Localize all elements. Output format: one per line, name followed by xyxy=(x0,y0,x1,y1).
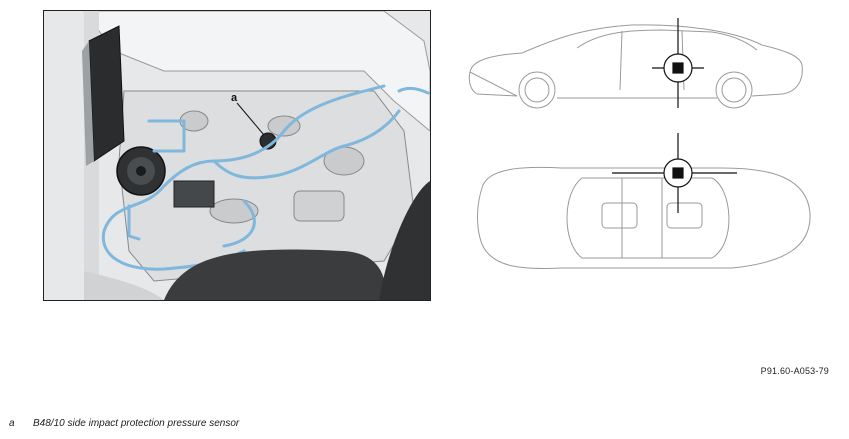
car-side-view-diagram xyxy=(468,18,803,109)
car-top-view-diagram xyxy=(477,133,811,270)
legend-row: a B48/10 side impact protection pressure… xyxy=(9,418,239,429)
sensor-location-marker-top xyxy=(612,133,737,213)
door-interior-illustration xyxy=(43,10,431,301)
door-panel-drawing xyxy=(44,11,430,300)
figure-code: P91.60-A053-79 xyxy=(760,366,829,376)
callout-a-label: a xyxy=(231,92,238,104)
legend-text: B48/10 side impact protection pressure s… xyxy=(33,418,240,429)
legend-key: a xyxy=(9,418,15,429)
sensor-location-marker-side xyxy=(652,18,704,108)
